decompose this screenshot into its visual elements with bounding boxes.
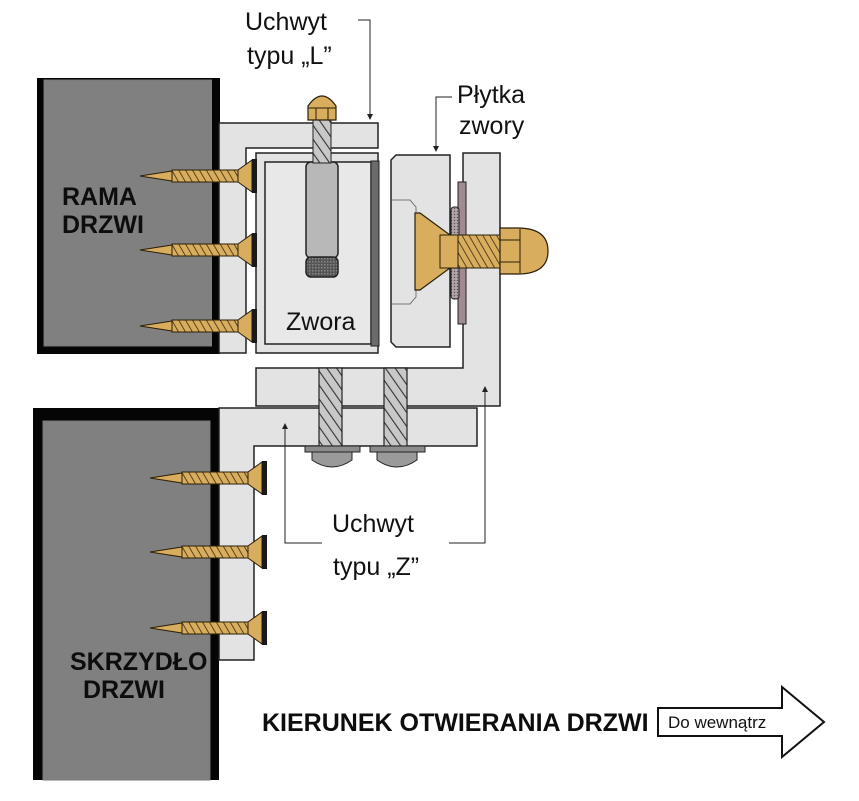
armature-plate-leader [435, 96, 452, 150]
door-frame-label: RAMA [62, 183, 137, 211]
door-leaf [33, 408, 219, 781]
armature-plate-label: Płytka [457, 81, 525, 109]
armature-bolt [414, 181, 549, 325]
l-bracket-label-2: typu „L” [247, 42, 332, 70]
armature-plate-label-2: zwory [459, 112, 525, 140]
armature-label: Zwora [286, 308, 356, 336]
direction-arrow-text: Do wewnątrz [668, 713, 766, 732]
door-leaf-label: SKRZYDŁO [70, 648, 208, 676]
door-leaf-label-2: DRZWI [83, 676, 165, 704]
door-frame-label-2: DRZWI [62, 211, 144, 239]
l-bracket-leader [358, 19, 371, 118]
z-bracket-leader-left [284, 426, 322, 544]
opening-direction-label: KIERUNEK OTWIERANIA DRZWI [262, 709, 649, 737]
z-bracket-label-2: typu „Z” [333, 553, 419, 581]
door-frame [37, 78, 220, 354]
z-bracket-leader-right [449, 389, 486, 544]
z-bracket [218, 152, 501, 661]
magnet-body [255, 95, 380, 354]
l-bracket-label: Uchwyt [245, 8, 327, 36]
z-bracket-label: Uchwyt [332, 510, 414, 538]
direction-arrow [657, 684, 826, 760]
z-bracket-bolts [304, 367, 426, 468]
